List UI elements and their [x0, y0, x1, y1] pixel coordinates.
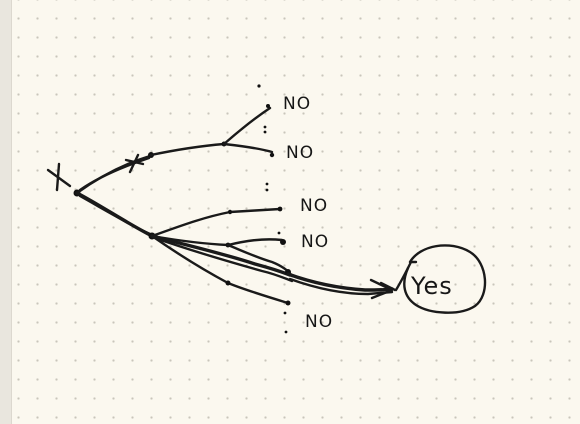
- root-x-mark: [46, 162, 72, 192]
- edge-to-leaf-1: [222, 106, 272, 146]
- upper-edge-arrow-mark: [124, 153, 145, 174]
- node-c: [227, 209, 233, 215]
- edge-root-to-lower-hub-retrace: [78, 194, 152, 236]
- leaf-5-label: NO: [305, 312, 333, 332]
- goal-arrowhead: [369, 278, 397, 300]
- edge-to-leaf-2: [222, 142, 274, 154]
- edge-root-to-upper-node-retrace: [78, 156, 151, 192]
- goal-label: Yes: [410, 272, 453, 300]
- edge-to-leaf-3-tail: [228, 207, 282, 214]
- edge-to-leaf-3: [150, 210, 232, 238]
- edge-hub-to-goal-a: [150, 234, 292, 277]
- leaf-2-mark: [269, 152, 275, 158]
- leaf-2-mark: [263, 125, 267, 129]
- edge-hub-to-goal-b: [153, 236, 294, 283]
- leaf-5-mark: [284, 330, 288, 334]
- leaf-4-label: NO: [301, 232, 329, 252]
- leaf-5-mark: [285, 300, 291, 306]
- leaf-3-mark: [265, 188, 269, 192]
- leaf-1-label: NO: [283, 94, 311, 114]
- edge-to-node-f: [150, 234, 230, 285]
- edge-to-leaf-4: [226, 238, 284, 247]
- leaf-1-mark: [266, 104, 270, 108]
- canvas-left-edge: [0, 0, 12, 424]
- leaf-2-mark: [263, 130, 267, 134]
- edge-to-goal-final-retrace: [288, 277, 394, 296]
- leaf-1-mark: [257, 84, 261, 88]
- edge-to-leaf-5: [226, 281, 290, 305]
- edge-to-goal-final: [286, 272, 394, 292]
- leaf-3-mark: [277, 206, 283, 212]
- leaf-4-mark: [277, 231, 281, 235]
- leaf-4-mark: [280, 239, 286, 245]
- node-f: [225, 280, 231, 286]
- leaf-3-label: NO: [300, 196, 328, 216]
- goal-circle: [403, 244, 487, 314]
- leaf-2-label: NO: [286, 143, 314, 163]
- edge-upper-to-node-b: [149, 142, 226, 157]
- leaf-5-mark: [283, 311, 287, 315]
- leaf-3-mark: [265, 182, 269, 186]
